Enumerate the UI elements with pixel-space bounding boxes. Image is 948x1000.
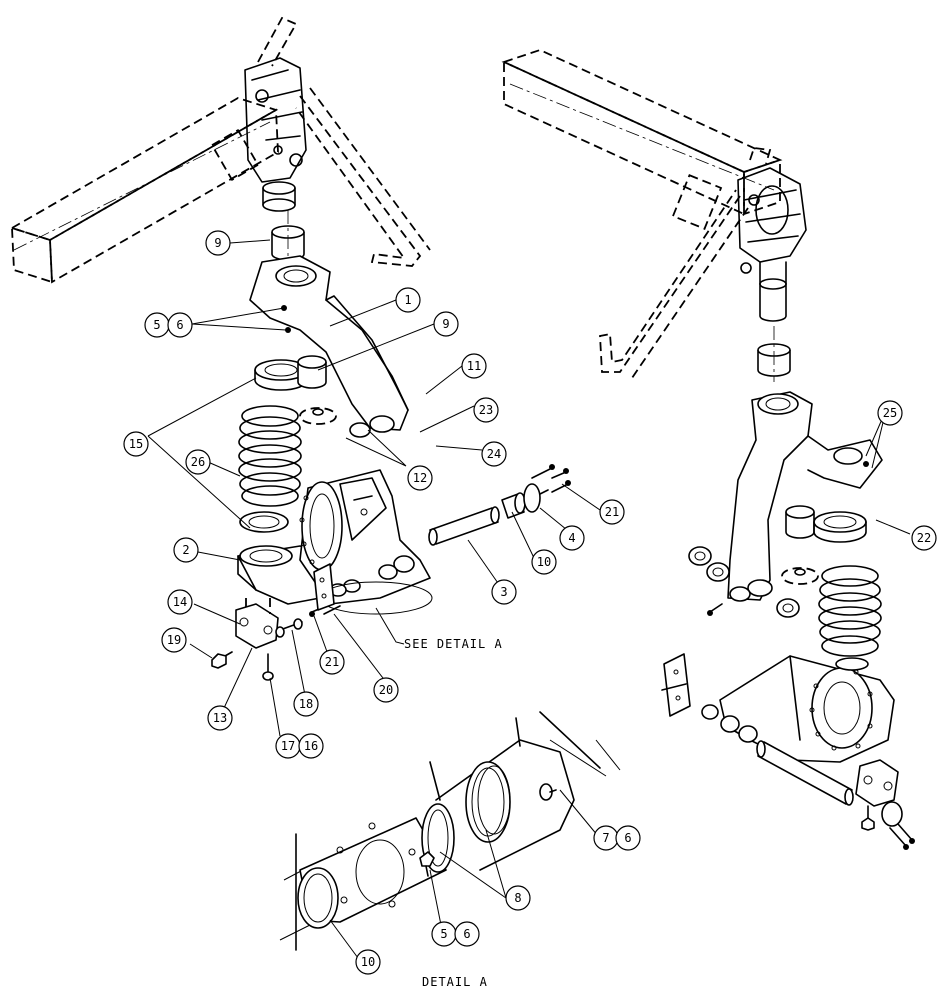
callout-5-detail: 5 — [431, 921, 457, 947]
right-bushing-9-mid — [785, 505, 815, 539]
callout-label: 8 — [514, 891, 521, 905]
callout-3: 3 — [491, 579, 517, 605]
right-washer-small — [781, 567, 819, 585]
callout-label: 19 — [167, 633, 181, 647]
callout-15: 15 — [123, 431, 149, 457]
left-cap-4 — [523, 483, 549, 513]
detail-a-view — [279, 711, 621, 951]
right-swing-arm — [727, 391, 883, 602]
callout-label: 14 — [173, 595, 187, 609]
callout-12: 12 — [407, 465, 433, 491]
left-bushing-9-top — [271, 210, 305, 261]
left-pivot-pin-3 — [428, 506, 500, 546]
callout-label: 20 — [379, 683, 393, 697]
right-spring-seat-upper — [813, 511, 867, 543]
left-axle-housing — [299, 469, 433, 615]
right-spindle-bracket — [599, 147, 807, 379]
callout-9-mid: 9 — [433, 311, 459, 337]
callout-label: 9 — [214, 236, 221, 250]
callout-14: 14 — [167, 589, 193, 615]
left-coil-spring-26 — [238, 405, 302, 507]
callout-1: 1 — [395, 287, 421, 313]
callout-16: 16 — [298, 733, 324, 759]
callout-19: 19 — [161, 627, 187, 653]
detail-a-title: DETAIL A — [422, 975, 488, 989]
see-detail-note: SEE DETAIL A — [404, 637, 503, 651]
callout-label: 6 — [463, 927, 470, 941]
callout-label: 3 — [500, 585, 507, 599]
callout-13: 13 — [207, 705, 233, 731]
callout-label: 13 — [213, 711, 227, 725]
callout-label: 17 — [281, 739, 295, 753]
callout-8-detail: 8 — [505, 885, 531, 911]
left-frame-beam — [9, 97, 279, 284]
right-lower-clamp — [855, 759, 915, 850]
callout-label: 6 — [176, 318, 183, 332]
callout-label: 9 — [442, 317, 449, 331]
left-u-bolt-clamp-14 — [235, 598, 279, 649]
callout-11: 11 — [461, 353, 487, 379]
callout-23: 23 — [473, 397, 499, 423]
callout-10-detail: 10 — [355, 949, 381, 975]
right-pivot-pin — [756, 740, 854, 806]
callout-label: 11 — [467, 359, 481, 373]
callout-label: 5 — [440, 927, 447, 941]
left-spindle-bracket — [244, 16, 431, 267]
callout-17: 17 — [275, 733, 301, 759]
callout-5: 5 — [144, 312, 170, 338]
left-washer-small — [299, 407, 337, 425]
callout-label: 15 — [129, 437, 143, 451]
callout-label: 10 — [537, 555, 551, 569]
right-washers-12 — [688, 546, 800, 618]
right-bushing-9-top — [757, 326, 791, 382]
callout-label: 4 — [568, 531, 575, 545]
callout-label: 12 — [413, 471, 427, 485]
callout-20: 20 — [373, 677, 399, 703]
callout-25: 25 — [877, 400, 903, 426]
callout-10-left: 10 — [531, 549, 557, 575]
left-bolts-21-upper — [531, 464, 571, 493]
callout-label: 5 — [153, 318, 160, 332]
callout-18: 18 — [293, 691, 319, 717]
callout-21-left: 21 — [319, 649, 345, 675]
callout-label: 23 — [479, 403, 493, 417]
callout-24: 24 — [481, 441, 507, 467]
callout-label: 22 — [917, 531, 931, 545]
callout-label: 18 — [299, 697, 313, 711]
callout-label: 24 — [487, 447, 501, 461]
callout-6-detail-right: 6 — [615, 825, 641, 851]
callout-label: 2 — [182, 543, 189, 557]
callout-label: 1 — [404, 293, 411, 307]
callout-21-right: 21 — [599, 499, 625, 525]
callout-label: 21 — [325, 655, 339, 669]
callout-label: 26 — [191, 455, 205, 469]
callout-4: 4 — [559, 525, 585, 551]
callout-6-detail: 6 — [454, 921, 480, 947]
callout-label: 21 — [605, 505, 619, 519]
callout-7-detail: 7 — [593, 825, 619, 851]
right-axle-housing — [661, 653, 895, 763]
callout-label: 7 — [602, 831, 609, 845]
callout-9-top: 9 — [205, 230, 231, 256]
callout-label: 25 — [883, 406, 897, 420]
right-coil-spring — [818, 565, 882, 657]
callout-label: 6 — [624, 831, 631, 845]
callout-6: 6 — [167, 312, 193, 338]
callout-label: 10 — [361, 955, 375, 969]
callout-label: 16 — [304, 739, 318, 753]
callout-22: 22 — [911, 525, 937, 551]
callout-2: 2 — [173, 537, 199, 563]
left-spring-seat-lower — [239, 511, 289, 533]
leader-lines — [147, 239, 911, 959]
left-bushing-9-mid — [297, 355, 327, 389]
left-jack-bracket — [313, 563, 335, 611]
callout-26: 26 — [185, 449, 211, 475]
left-swing-arm — [249, 255, 409, 438]
